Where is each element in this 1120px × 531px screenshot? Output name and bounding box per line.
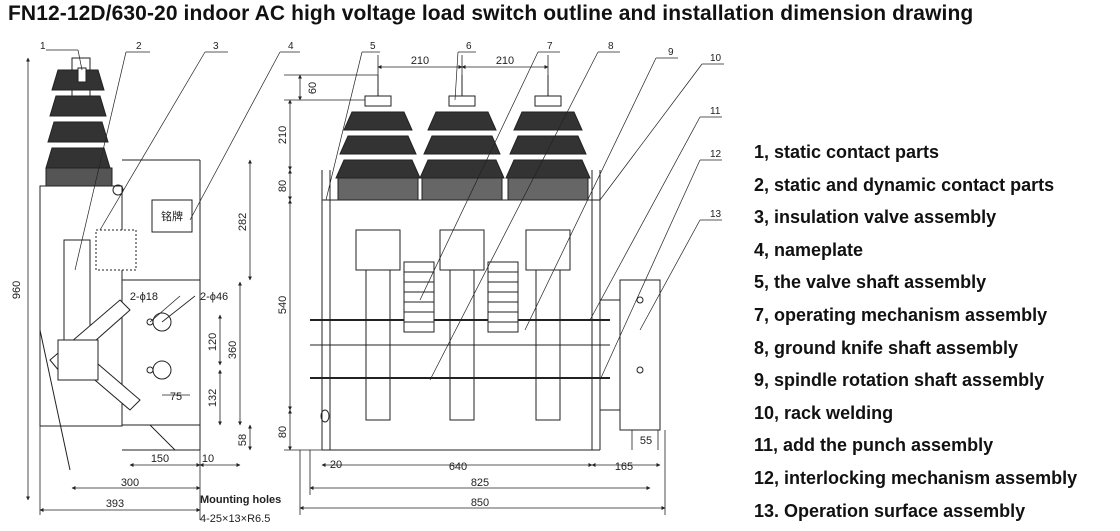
callout-10: 10	[710, 53, 722, 64]
dim-20: 20	[330, 459, 342, 471]
callouts	[46, 49, 724, 381]
nameplate-label: 铭牌	[161, 209, 183, 223]
dim-165: 165	[615, 461, 633, 473]
legend-item: 12, interlocking mechanism assembly	[754, 467, 1078, 488]
front-insulator-3	[505, 75, 591, 421]
legend-item: 1, static contact parts	[754, 142, 940, 162]
dim-960: 960	[11, 281, 23, 299]
mounting-holes-label: Mounting holes	[200, 494, 281, 506]
callout-6: 6	[466, 41, 472, 52]
legend-item: 10, rack welding	[754, 402, 894, 423]
dim-300: 300	[121, 477, 139, 489]
dim-55: 55	[640, 435, 652, 447]
legend-item: 4, nameplate	[754, 239, 864, 260]
dim-60: 60	[307, 82, 319, 94]
outline-drawing: 960 282 360 120 132 58 150 10 300 393 75…	[11, 41, 724, 525]
callout-5: 5	[370, 41, 376, 52]
drawing-title: FN12-12D/630-20 indoor AC high voltage l…	[8, 2, 974, 25]
dim-75: 75	[170, 391, 182, 403]
large-hole-bottom	[152, 360, 172, 380]
dim-640: 640	[449, 461, 467, 473]
dim-10: 10	[202, 453, 214, 465]
legend-item: 9, spindle rotation shaft assembly	[754, 370, 1045, 391]
dim-132: 132	[207, 389, 219, 407]
front-insulator-2	[419, 75, 505, 421]
dim-360: 360	[227, 341, 239, 359]
legend-item: 8, ground knife shaft assembly	[754, 337, 1019, 358]
legend-item: 7, operating mechanism assembly	[754, 304, 1048, 325]
dim-120: 120	[207, 333, 219, 351]
legend-item: 5, the valve shaft assembly	[754, 272, 987, 293]
front-view	[310, 75, 661, 451]
callout-3: 3	[213, 41, 219, 52]
dim-80-bottom: 80	[277, 426, 289, 438]
callout-7: 7	[547, 41, 553, 52]
callout-12: 12	[710, 149, 722, 160]
legend-item: 2, static and dynamic contact parts	[754, 174, 1055, 195]
side-view	[39, 57, 201, 471]
side-dimension-labels: 960 282 360 120 132 58 150 10 300 393 75…	[11, 209, 281, 525]
dim-58: 58	[237, 434, 249, 446]
hole-label-small: 2-ϕ18	[130, 291, 158, 303]
callout-9: 9	[668, 47, 674, 58]
parts-legend: 1, static contact parts 2, static and dy…	[754, 140, 1077, 531]
front-dimension-labels: 210 210 60 210 80 540 80 20 640 825 850 …	[277, 55, 652, 509]
front-dimensions	[284, 55, 666, 515]
dim-825: 825	[471, 477, 489, 489]
callout-1: 1	[40, 41, 46, 52]
side-dimensions	[26, 57, 252, 520]
dim-282: 282	[237, 213, 249, 231]
legend-item: 11, add the punch assembly	[754, 435, 994, 456]
dim-210-right: 210	[496, 55, 514, 67]
dim-210-vertical: 210	[277, 126, 289, 144]
dim-150: 150	[151, 453, 169, 465]
callout-13: 13	[710, 209, 722, 220]
callout-8: 8	[608, 41, 614, 52]
callout-numbers: 1 2 3 4 5 6 7 8 9 10 11 12 13	[40, 41, 722, 220]
callout-4: 4	[288, 41, 294, 52]
dim-850: 850	[471, 497, 489, 509]
callout-11: 11	[710, 106, 721, 117]
nameplate-box	[151, 199, 193, 233]
hole-label-large: 2-ϕ46	[200, 291, 228, 303]
mounting-holes-spec: 4-25×13×R6.5	[200, 513, 270, 525]
legend-item: 3, insulation valve assembly	[754, 207, 997, 228]
dim-393: 393	[106, 498, 124, 510]
legend-item: 13. Operation surface assembly	[754, 500, 1026, 521]
callout-2: 2	[136, 41, 142, 52]
dim-210-left: 210	[411, 55, 429, 67]
front-springs	[403, 261, 519, 333]
dim-540: 540	[277, 296, 289, 314]
side-insulator	[45, 57, 113, 187]
dim-80-top: 80	[277, 180, 289, 192]
front-insulator-1	[335, 75, 421, 421]
